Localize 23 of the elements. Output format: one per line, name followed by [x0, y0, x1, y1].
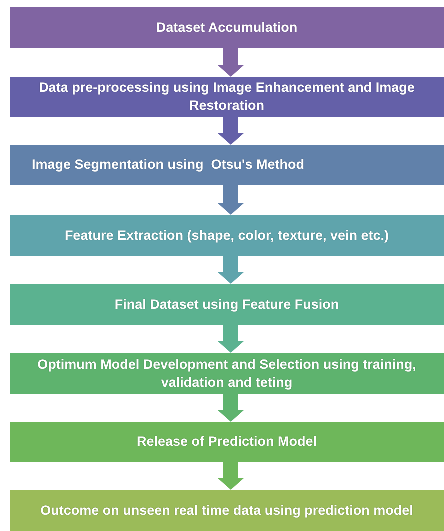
process-box: [10, 77, 444, 117]
process-box: [10, 422, 444, 462]
block-arrow: [218, 117, 244, 145]
step-label: Release of Prediction Model: [136, 433, 318, 451]
block-arrow: [218, 48, 244, 77]
process-box: [10, 7, 444, 48]
step-label: Outcome on unseen real time data using prediction model: [40, 502, 414, 520]
step-label: Optimum Model Development and Selection using training, validation and teting: [36, 356, 418, 392]
block-arrow: [218, 185, 244, 215]
process-box: [10, 284, 444, 325]
step-label: Dataset Accumulation: [156, 18, 298, 36]
process-box: [10, 215, 444, 256]
step-label: Image Segmentation using Otsu's Method: [32, 156, 304, 174]
step-label: Final Dataset using Feature Fusion: [114, 296, 340, 314]
process-box: [10, 353, 444, 394]
block-arrow: [218, 394, 244, 422]
step-label: Data pre-processing using Image Enhancement and Image Restoration: [38, 79, 416, 115]
process-box: [10, 490, 444, 531]
block-arrow: [218, 462, 244, 490]
step-label: Feature Extraction (shape, color, texture, vein etc.): [64, 226, 390, 244]
block-arrow: [218, 256, 244, 284]
process-box: [10, 145, 444, 185]
block-arrow: [218, 325, 244, 353]
